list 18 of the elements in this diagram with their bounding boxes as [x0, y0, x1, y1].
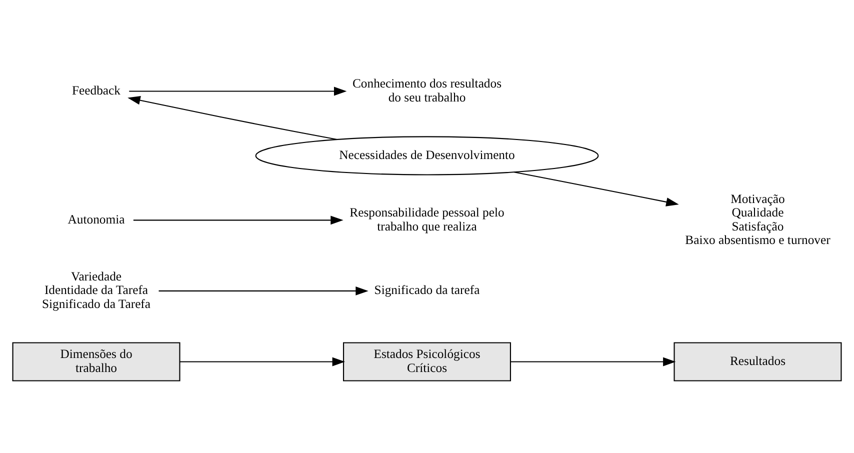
- node-box: Resultados: [674, 342, 842, 382]
- node-text: Conhecimento dos resultados do seu trabalho: [352, 76, 502, 104]
- node-box: Estados Psicológicos Críticos: [343, 342, 511, 382]
- node-box: Dimensões do trabalho: [12, 342, 180, 382]
- arrow: [129, 86, 347, 96]
- arrow: [128, 96, 338, 140]
- arrow: [158, 286, 368, 296]
- node-text: Motivação Qualidade Satisfação Baixo absentismo e turnover: [685, 192, 830, 248]
- arrow: [510, 357, 676, 366]
- arrow: [514, 172, 679, 206]
- node-ellipse: Necessidades de Desenvolvimento: [255, 136, 599, 176]
- node-text: Feedback: [72, 84, 121, 98]
- arrow: [133, 216, 344, 225]
- node-text: Autonomia: [68, 212, 125, 226]
- arrow: [180, 357, 345, 366]
- node-text: Variedade Identidade da Tarefa Significado da Tarefa: [42, 269, 151, 311]
- node-text: Responsabilidade pessoal pelo trabalho que realiza: [350, 206, 504, 234]
- node-text: Significado da tarefa: [374, 283, 480, 298]
